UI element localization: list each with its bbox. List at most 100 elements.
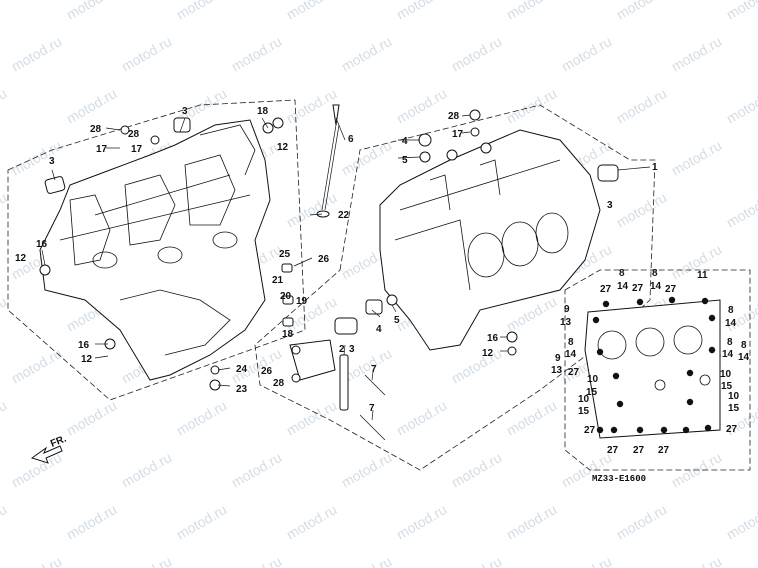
watermark-text: motod.ru (119, 449, 175, 490)
watermark-text: motod.ru (174, 397, 230, 438)
bolt-hole (596, 348, 604, 356)
callout-13: 13 (551, 365, 563, 376)
callout-15: 15 (586, 387, 598, 398)
watermark-text: motod.ru (9, 137, 65, 178)
watermark-text: motod.ru (174, 501, 230, 542)
callout-16: 16 (487, 333, 499, 344)
bolt-hole (602, 300, 610, 308)
watermark-text: motod.ru (669, 33, 725, 74)
callout-3: 3 (349, 344, 355, 355)
watermark-text: motod.ru (614, 0, 670, 23)
watermark-text: motod.ru (669, 553, 725, 568)
watermark-text: motod.ru (284, 85, 340, 126)
bolt-hole (701, 297, 709, 305)
watermark-text: motod.ru (504, 397, 560, 438)
callout-27: 27 (600, 284, 612, 295)
callout-21: 21 (272, 275, 284, 286)
watermark-text: motod.ru (64, 85, 120, 126)
callout-3: 3 (49, 156, 55, 167)
watermark-text: motod.ru (0, 397, 9, 438)
watermark-text: motod.ru (229, 553, 285, 568)
watermark-text: motod.ru (0, 0, 9, 23)
watermark-text: motod.ru (174, 0, 230, 23)
stud-bolt-detail-outline (564, 269, 751, 471)
bolt-hole (704, 424, 712, 432)
watermark-text: motod.ru (724, 0, 758, 23)
bolt-hole (686, 398, 694, 406)
callout-5: 5 (394, 315, 400, 326)
watermark-text: motod.ru (614, 501, 670, 542)
watermark-text: motod.ru (394, 85, 450, 126)
callout-17: 17 (131, 144, 143, 155)
watermark-text: motod.ru (9, 553, 65, 568)
watermark-text: motod.ru (229, 449, 285, 490)
bolt-hole (682, 426, 690, 434)
bolt-hole (636, 298, 644, 306)
callout-7: 7 (369, 403, 375, 414)
watermark-text: motod.ru (284, 189, 340, 230)
callout-5: 5 (402, 155, 408, 166)
callout-17: 17 (96, 144, 108, 155)
watermark-text: motod.ru (339, 33, 395, 74)
watermark-text: motod.ru (669, 137, 725, 178)
watermark-text: motod.ru (9, 33, 65, 74)
callout-6: 6 (348, 134, 354, 145)
callout-26: 26 (261, 366, 273, 377)
watermark-text: motod.ru (284, 501, 340, 542)
callout-14: 14 (738, 352, 750, 363)
watermark-text: motod.ru (0, 85, 9, 126)
bolt-hole (708, 346, 716, 354)
watermark-text: motod.ru (284, 0, 340, 23)
callout-9: 9 (555, 353, 561, 364)
watermark-text: motod.ru (64, 501, 120, 542)
lower-crankcase (39, 117, 284, 391)
watermark-text: motod.ru (449, 449, 505, 490)
callout-17: 17 (452, 129, 464, 140)
callout-22: 22 (338, 210, 350, 221)
watermark-text: motod.ru (449, 345, 505, 386)
upper-crankcase-outline (254, 104, 656, 471)
callout-8: 8 (741, 340, 747, 351)
callout-14: 14 (725, 318, 737, 329)
callout-12: 12 (277, 142, 289, 153)
callout-18: 18 (282, 329, 294, 340)
watermark-text: motod.ru (394, 0, 450, 23)
callout-20: 20 (280, 291, 292, 302)
callout-28: 28 (90, 124, 102, 135)
callout-8: 8 (728, 305, 734, 316)
bolt-hole (708, 314, 716, 322)
bolt-hole (610, 426, 618, 434)
callout-7: 7 (371, 364, 377, 375)
watermark-text: motod.ru (394, 397, 450, 438)
watermark-text: motod.ru (229, 33, 285, 74)
callout-13: 13 (560, 317, 572, 328)
callout-3: 3 (182, 106, 188, 117)
watermark-text: motod.ru (64, 0, 120, 23)
callout-12: 12 (81, 354, 93, 365)
bolt-hole (612, 372, 620, 380)
callout-27: 27 (632, 283, 644, 294)
callout-28: 28 (128, 129, 140, 140)
oil-orifice-parts (210, 263, 386, 441)
callout-8: 8 (568, 337, 574, 348)
callout-28: 28 (448, 111, 460, 122)
callout-3: 3 (607, 200, 613, 211)
watermark-text: motod.ru (64, 397, 120, 438)
callout-16: 16 (78, 340, 90, 351)
callout-10: 10 (578, 394, 590, 405)
callout-27: 27 (658, 445, 670, 456)
callout-labels: 3 18 12 28 28 17 17 3 16 12 16 12 24 23 … (15, 106, 750, 456)
callout-27: 27 (726, 424, 738, 435)
callout-10: 10 (728, 391, 740, 402)
callout-10: 10 (587, 374, 599, 385)
callout-8: 8 (619, 268, 625, 279)
watermark-text: motod.ru (119, 553, 175, 568)
watermark-text: motod.ru (614, 189, 670, 230)
bolt-hole (668, 296, 676, 304)
watermark-text: motod.ru (119, 33, 175, 74)
callout-4: 4 (376, 324, 382, 335)
lower-crankcase-outline (7, 99, 306, 401)
bolt-hole (616, 400, 624, 408)
callout-14: 14 (565, 349, 577, 360)
